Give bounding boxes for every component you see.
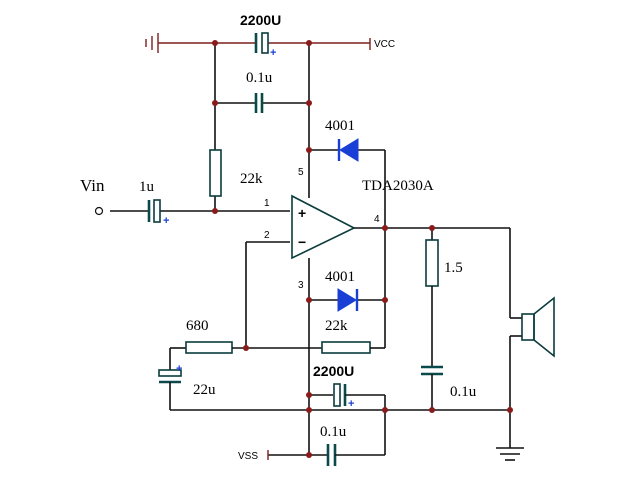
capacitor-2200u-top: + bbox=[254, 32, 276, 59]
svg-text:+: + bbox=[270, 47, 276, 59]
resistor-22k-bias bbox=[209, 149, 222, 197]
ground-icon-bottom bbox=[496, 447, 524, 461]
tda2030a-amplifier: + − bbox=[291, 194, 356, 260]
d-top-label: 4001 bbox=[325, 118, 355, 134]
ic-label: TDA2030A bbox=[362, 178, 434, 194]
input-terminal[interactable] bbox=[94, 206, 104, 216]
c-bot-cer-label: 0.1u bbox=[320, 424, 347, 440]
capacitor-0.1u-bottom bbox=[326, 444, 337, 466]
svg-text:−: − bbox=[298, 234, 306, 250]
junction-dots bbox=[212, 40, 513, 458]
pin-2-label: 2 bbox=[264, 230, 270, 241]
svg-text:+: + bbox=[163, 215, 169, 227]
pin-3-label: 3 bbox=[298, 280, 304, 291]
resistor-1.5 bbox=[425, 239, 439, 287]
r-680-label: 680 bbox=[186, 318, 209, 334]
d-bot-label: 4001 bbox=[325, 269, 355, 285]
vin-label: Vin bbox=[80, 176, 105, 195]
r-fb-label: 22k bbox=[325, 318, 348, 334]
resistor-22k-feedback bbox=[321, 341, 371, 354]
svg-text:+: + bbox=[348, 398, 354, 410]
c-in-label: 1u bbox=[139, 179, 155, 195]
ground-icon-top bbox=[145, 33, 159, 53]
pin-5-label: 5 bbox=[298, 167, 304, 178]
capacitor-2200u-bottom: + bbox=[333, 383, 354, 410]
resistor-680 bbox=[185, 341, 233, 354]
top-rail bbox=[158, 38, 371, 50]
capacitor-0.1u-top bbox=[215, 93, 309, 113]
r-zobel-label: 1.5 bbox=[444, 260, 463, 276]
svg-text:+: + bbox=[176, 363, 182, 375]
c-bot-elec-label: 2200U bbox=[313, 363, 354, 379]
vcc-label: VCC bbox=[374, 39, 395, 50]
vss-label: VSS bbox=[238, 451, 258, 462]
c-top-elec-label: 2200U bbox=[240, 12, 281, 28]
c-top-cer-label: 0.1u bbox=[246, 70, 273, 86]
capacitor-1u-input: + bbox=[147, 199, 169, 227]
diode-4001-bottom bbox=[337, 288, 359, 312]
c-zobel-label: 0.1u bbox=[450, 384, 477, 400]
svg-text:+: + bbox=[298, 205, 306, 221]
r-bias-label: 22k bbox=[240, 171, 263, 187]
pin-4-label: 4 bbox=[374, 214, 380, 225]
capacitor-0.1u-zobel bbox=[421, 365, 443, 376]
pin-1-label: 1 bbox=[264, 198, 270, 209]
c-22u-label: 22u bbox=[193, 382, 216, 398]
diode-4001-top bbox=[337, 138, 359, 162]
speaker-icon bbox=[521, 296, 555, 358]
